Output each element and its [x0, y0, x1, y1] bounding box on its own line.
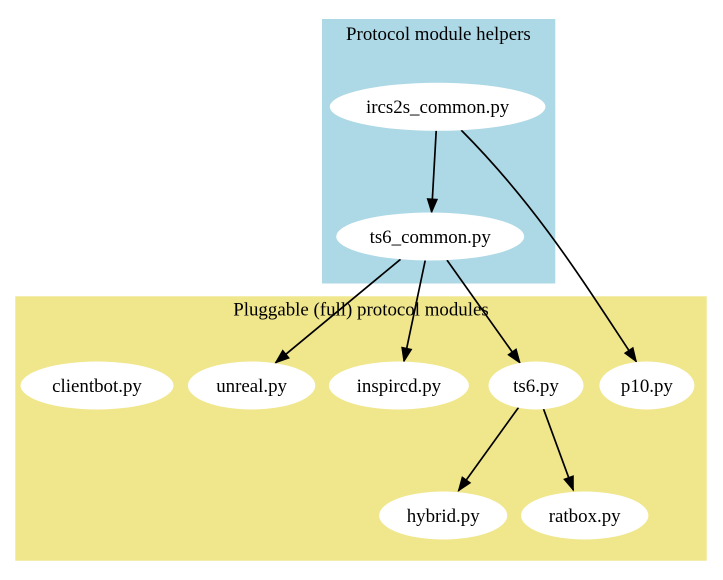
svg-text:ts6.py: ts6.py: [513, 376, 559, 397]
svg-text:Pluggable (full) protocol modu: Pluggable (full) protocol modules: [233, 300, 489, 321]
svg-text:unreal.py: unreal.py: [216, 376, 287, 397]
svg-text:hybrid.py: hybrid.py: [407, 506, 480, 527]
svg-text:ts6_common.py: ts6_common.py: [370, 227, 492, 248]
svg-text:ratbox.py: ratbox.py: [549, 506, 621, 527]
svg-text:clientbot.py: clientbot.py: [52, 376, 142, 397]
svg-text:inspircd.py: inspircd.py: [357, 376, 442, 397]
svg-text:Protocol module helpers: Protocol module helpers: [346, 24, 531, 45]
svg-text:ircs2s_common.py: ircs2s_common.py: [366, 97, 510, 118]
svg-text:p10.py: p10.py: [621, 376, 674, 397]
